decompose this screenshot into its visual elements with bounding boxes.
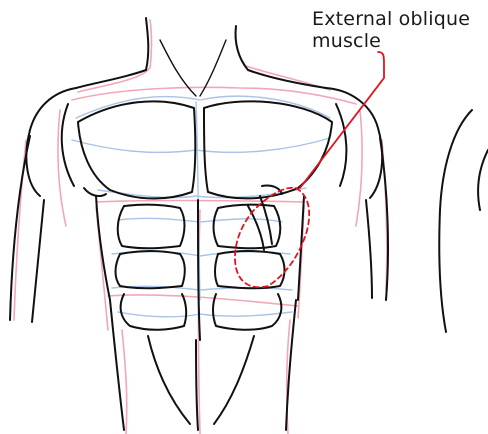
neck-left-outline: [146, 18, 148, 70]
abs-mid-left: [116, 251, 185, 288]
trapezius-right: [248, 70, 326, 88]
left-arm-inner: [32, 200, 44, 322]
trapezius-left: [76, 70, 146, 88]
pink-guide-lines: [14, 20, 387, 434]
left-pectoral: [78, 101, 195, 198]
neck-right-outline: [236, 26, 249, 70]
abs-upper-right: [214, 205, 281, 249]
blue-guide-lines: [72, 96, 330, 317]
second-figure-outline: [439, 110, 472, 332]
torso-line-art: [10, 18, 488, 430]
right-arm-inner: [366, 200, 372, 298]
external-oblique-label: External oblique muscle: [312, 8, 470, 52]
abs-upper-left: [118, 205, 185, 249]
external-oblique-label-line1: External oblique: [312, 8, 470, 30]
abs-lower-left: [121, 294, 187, 330]
external-oblique-label-line2: muscle: [312, 30, 470, 52]
